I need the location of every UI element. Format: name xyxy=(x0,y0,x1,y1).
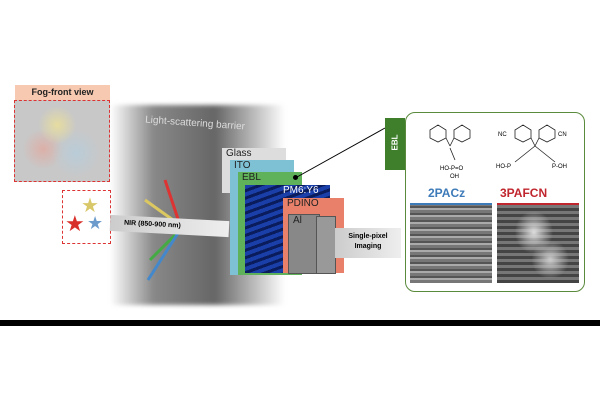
2pacz-oh: OH xyxy=(450,174,459,180)
ebl-pointer-dot xyxy=(293,175,298,180)
ebl-molecules-panel xyxy=(405,112,585,292)
imaging-line-2: Imaging xyxy=(354,243,382,250)
fog-front-view-image xyxy=(14,100,110,182)
molecule-structures: HO-P=O OH NC CN HO-P P-OH xyxy=(429,124,567,180)
3pafcn-image xyxy=(497,203,579,283)
ebl-tag: EBL xyxy=(385,118,405,170)
3pafcn-cn: CN xyxy=(558,132,567,138)
3pafcn-structure xyxy=(514,124,556,163)
2pacz-image xyxy=(410,203,492,283)
2pacz-structure xyxy=(429,124,471,161)
fog-front-view-label: Fog-front view xyxy=(15,85,110,100)
blue-star-icon: ★ xyxy=(87,213,104,233)
molecule-name-2pacz: 2PACz xyxy=(428,186,466,200)
3pafcn-nc: NC xyxy=(498,132,507,138)
3pafcn-right-acid: P-OH xyxy=(552,164,567,170)
red-star-icon: ★ xyxy=(65,211,85,236)
layer-al: Al xyxy=(288,214,320,274)
yellow-star-icon: ★ xyxy=(81,195,99,217)
stars-object: ★ ★ ★ xyxy=(62,190,111,244)
ebl-pointer-line xyxy=(296,127,386,178)
molecule-name-3pafcn: 3PAFCN xyxy=(500,186,548,200)
separator-bar xyxy=(0,320,600,326)
3pafcn-left-acid: HO-P xyxy=(496,164,511,170)
single-pixel-imaging-label: Single-pixel Imaging xyxy=(335,228,401,258)
2pacz-acid: HO-P=O xyxy=(440,166,464,172)
imaging-line-1: Single-pixel xyxy=(348,233,388,240)
ebl-tag-text: EBL xyxy=(390,134,400,151)
al-electrode xyxy=(316,216,336,274)
